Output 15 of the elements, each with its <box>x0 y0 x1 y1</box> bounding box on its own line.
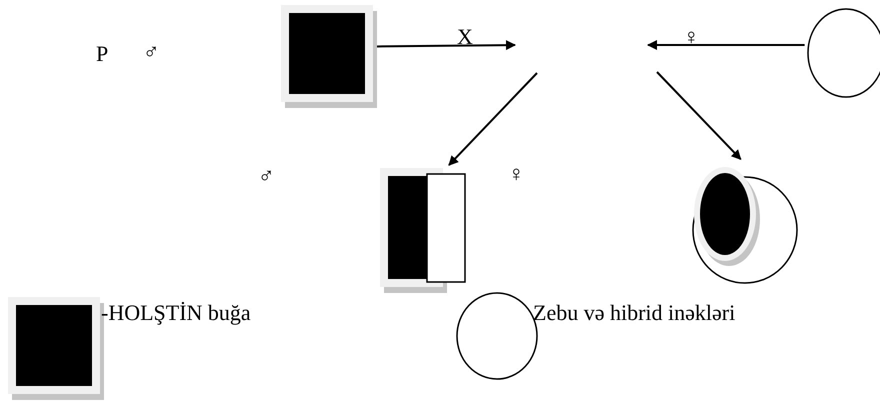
legend-text: Zebu və hibrid inəkləri <box>533 302 736 324</box>
arrow <box>647 40 805 50</box>
arrow <box>376 40 516 50</box>
female-symbol: ♀ <box>683 26 700 48</box>
half-block-symbol <box>380 168 466 293</box>
oval-circle-symbol <box>692 167 798 284</box>
female-symbol: ♀ <box>508 163 524 185</box>
male-symbol: ♂ <box>258 165 274 187</box>
block-symbol <box>281 5 377 108</box>
arrow <box>656 71 742 160</box>
male-symbol: ♂ <box>143 41 160 63</box>
cross-sign: X <box>457 26 473 48</box>
arrow <box>448 72 538 166</box>
generation-label: P <box>96 43 108 65</box>
legend-text: -HOLŞTİN buğa <box>101 302 251 324</box>
